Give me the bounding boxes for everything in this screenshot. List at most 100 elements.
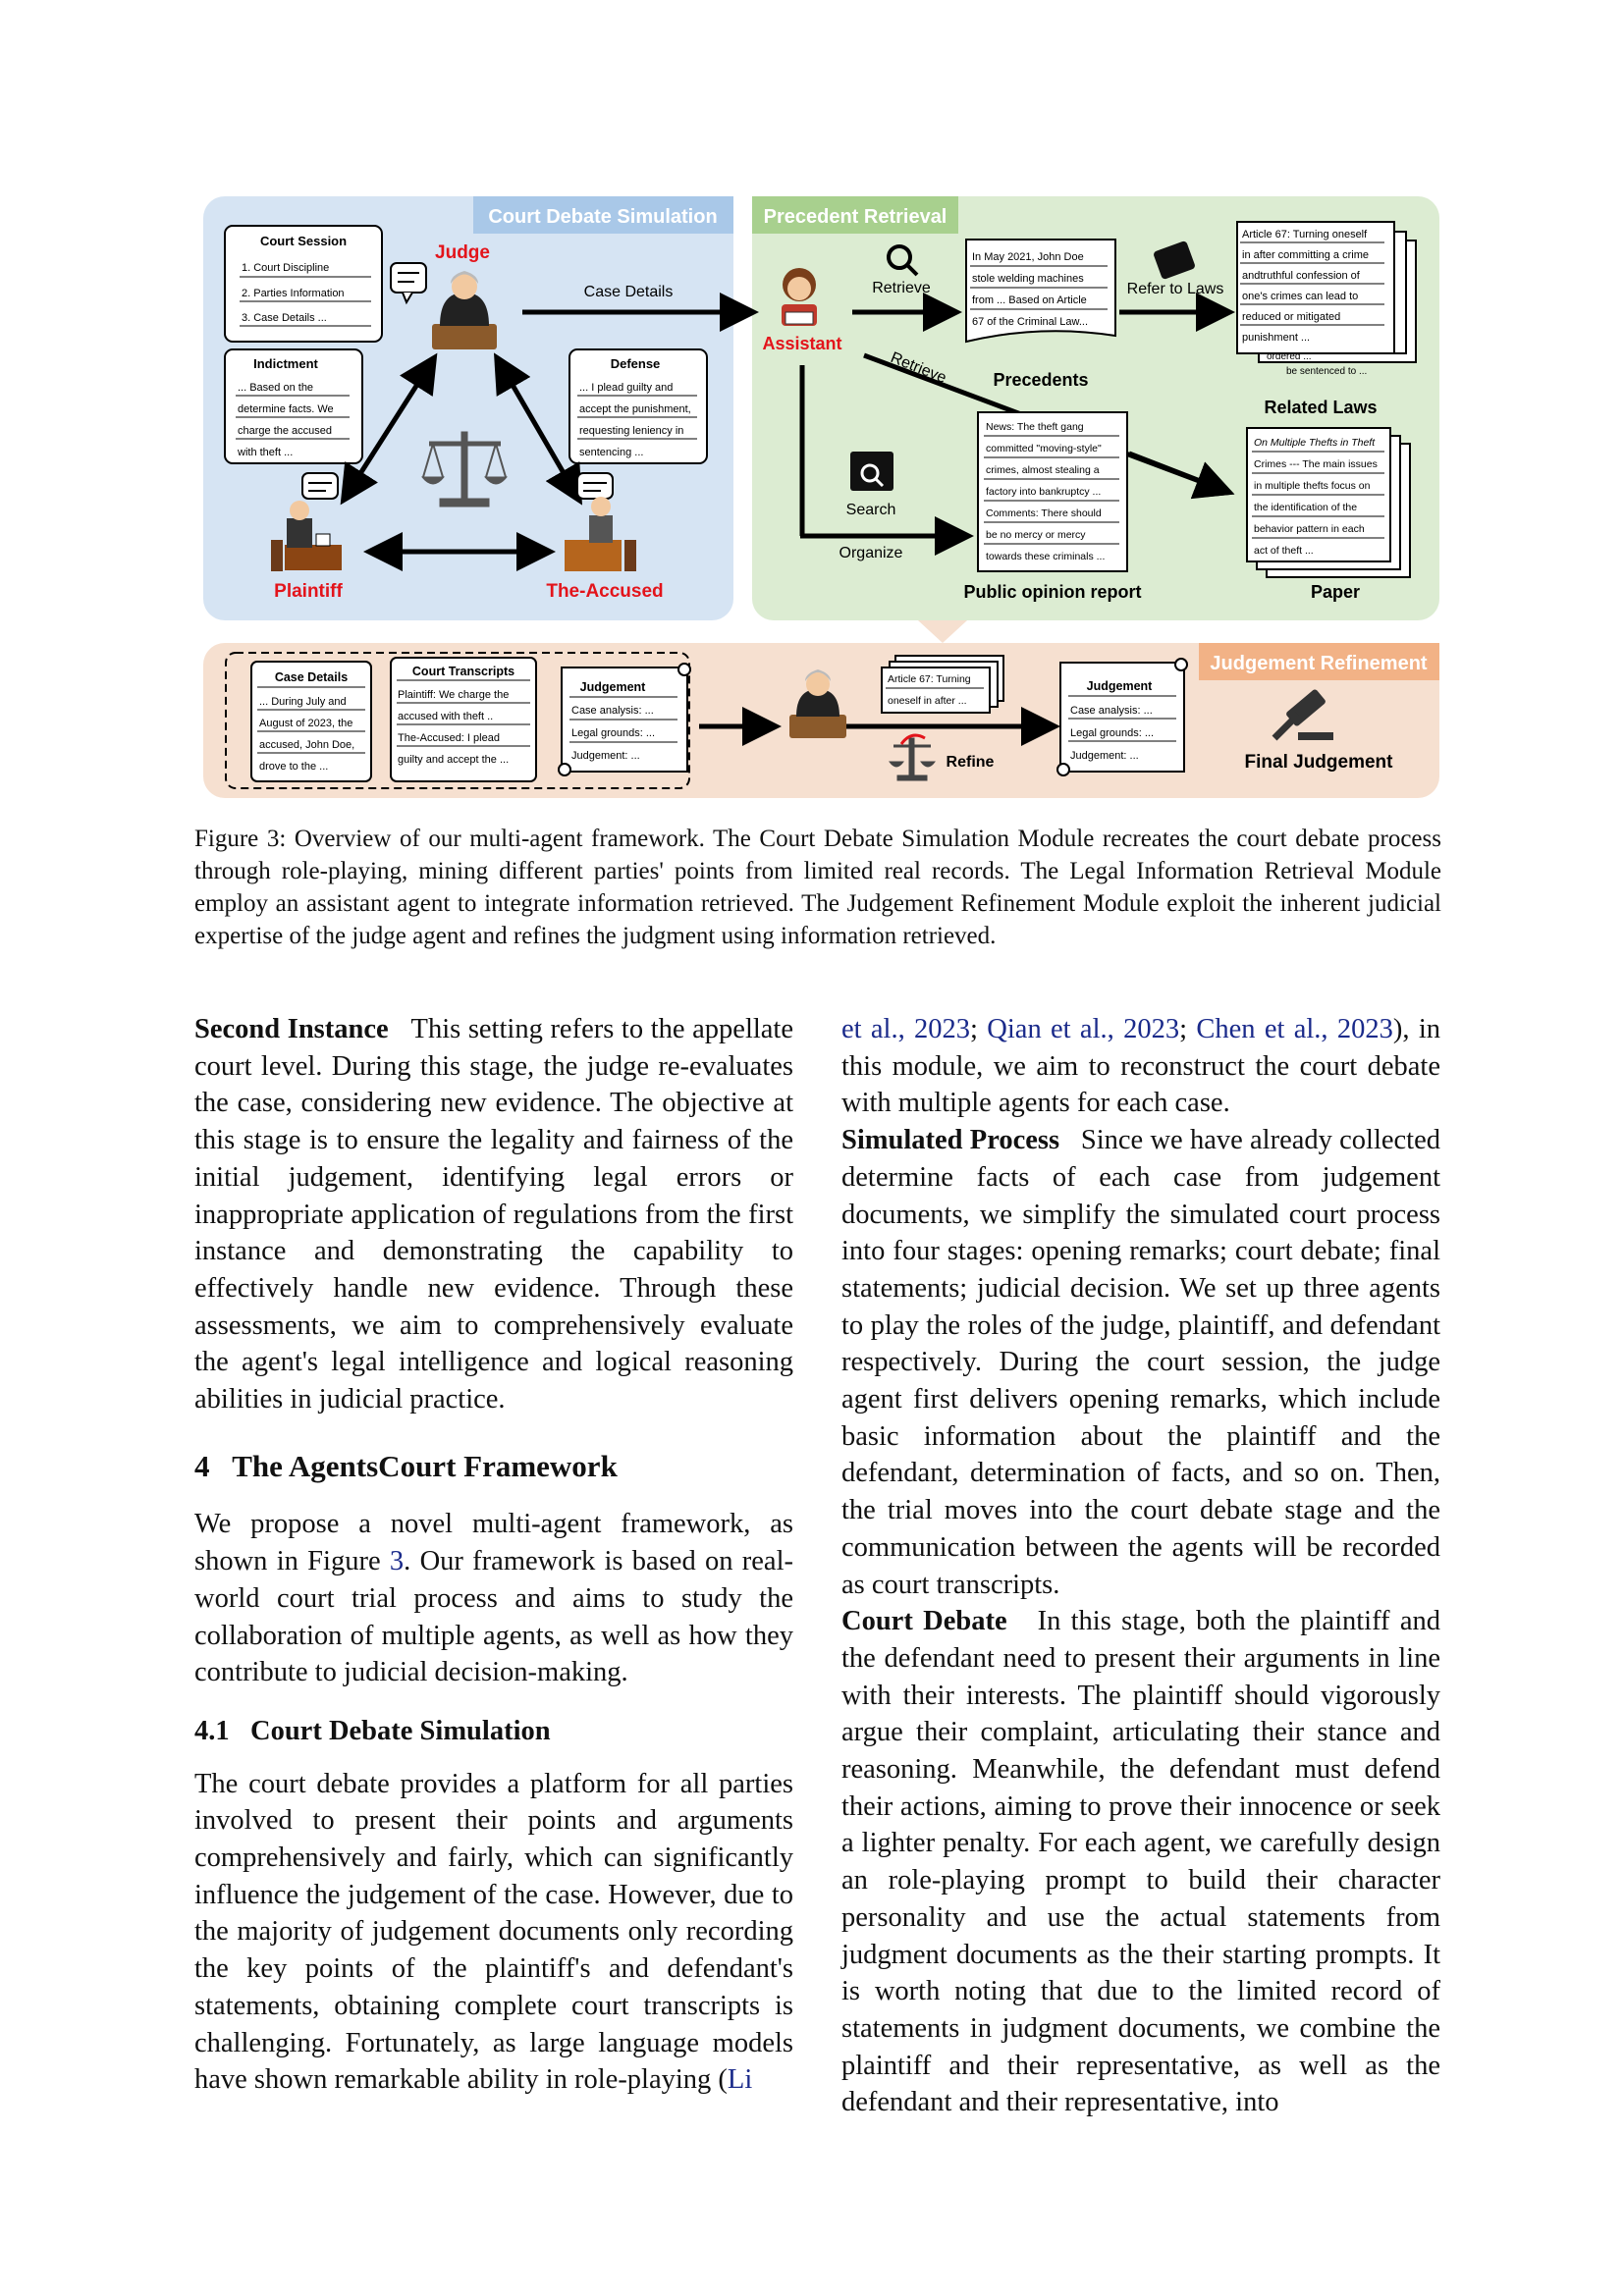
figure-caption: Figure 3: Overview of our multi-agent fr…	[194, 826, 1441, 949]
defense-line-2: accept the punishment,	[579, 403, 691, 415]
article-line-2: oneself in after ...	[888, 695, 967, 707]
defense-line-4: sentencing ...	[579, 447, 643, 458]
law-line-4: one's crimes can lead to	[1242, 291, 1358, 302]
refine-curve-icon	[899, 733, 926, 745]
law-line-3: andtruthful confession of	[1242, 270, 1361, 282]
precedent-line-2: stole welding machines	[972, 273, 1084, 285]
opinion-line-4: factory into bankruptcy ...	[986, 486, 1101, 498]
organize-label: Organize	[839, 545, 903, 561]
judgement-title: Judgement	[580, 680, 647, 694]
case-details-line-3: accused, John Doe,	[259, 739, 354, 751]
paper-line-2: Crimes --- The main issues	[1254, 458, 1378, 470]
citation-link[interactable]: et al., 2023	[841, 1014, 971, 1044]
law-line-2: in after committing a crime	[1242, 249, 1369, 261]
refine-label: Refine	[947, 754, 995, 771]
opinion-line-2: committed "moving-style"	[986, 443, 1102, 454]
defense-title: Defense	[611, 356, 661, 371]
simulated-process-paragraph: Simulated Process Since we have already …	[841, 1122, 1440, 1603]
laws-back-line-2: be sentenced to ...	[1286, 366, 1367, 377]
simulated-process-body: Since we have already collected determin…	[841, 1125, 1441, 1600]
court-debate-tag: Court Debate Simulation	[488, 206, 717, 228]
defense-line-3: requesting leniency in	[579, 425, 683, 437]
framework-text-a: We propose a novel multi-agent framework…	[194, 1509, 793, 1577]
simulated-process-heading: Simulated Process	[841, 1125, 1060, 1156]
subsection-heading: 4.1 Court Debate Simulation	[194, 1715, 551, 1746]
left-column: Second Instance This setting refers to t…	[194, 1011, 793, 2099]
framework-text-b: . Our framework is based on real-world c…	[194, 1546, 793, 1688]
paper-line-5: behavior pattern in each	[1254, 523, 1365, 535]
citation-link[interactable]: Chen et al., 2023	[1196, 1014, 1393, 1044]
second-instance-body: This setting refers to the appellate cou…	[194, 1014, 794, 1415]
citation-separator: ;	[1179, 1014, 1197, 1044]
speech-bubble-icon	[301, 472, 339, 500]
transcripts-line-3: The-Accused: I plead	[398, 732, 500, 744]
final-judgement-label: Final Judgement	[1245, 752, 1394, 773]
framework-paragraph: We propose a novel multi-agent framework…	[194, 1506, 793, 1691]
court-session-line-2: 2. Parties Information	[242, 288, 345, 299]
paper-line-1: On Multiple Thefts in Theft	[1254, 437, 1376, 449]
opinion-line-3: crimes, almost stealing a	[986, 464, 1100, 476]
precedents-label: Precedents	[993, 370, 1088, 390]
case-details-title: Case Details	[275, 670, 348, 684]
gavel-icon	[1272, 689, 1333, 741]
judgement-line-1: Case analysis: ...	[571, 705, 654, 717]
court-debate-heading: Court Debate	[841, 1606, 1007, 1637]
paper-line-3: in multiple thefts focus on	[1254, 480, 1371, 492]
court-debate-intro-paragraph: The court debate provides a platform for…	[194, 1766, 793, 2099]
speech-bubble-icon	[576, 472, 614, 500]
precedent-line-1: In May 2021, John Doe	[972, 251, 1084, 263]
opinion-line-5: Comments: There should	[986, 507, 1102, 519]
paper-label: Paper	[1311, 582, 1360, 602]
assistant-label: Assistant	[762, 334, 841, 353]
panel-connector	[918, 620, 967, 643]
opinion-line-6: be no mercy or mercy	[986, 529, 1086, 541]
indictment-line-3: charge the accused	[238, 425, 332, 437]
plaintiff-icon	[271, 501, 342, 571]
search-label: Search	[846, 502, 896, 518]
public-opinion-label: Public opinion report	[964, 582, 1142, 602]
plaintiff-label: Plaintiff	[274, 581, 343, 602]
law-line-1: Article 67: Turning oneself	[1242, 229, 1368, 240]
court-session-line-3: 3. Case Details ...	[242, 312, 327, 324]
accused-label: The-Accused	[546, 581, 663, 602]
judgement-line-2: Legal grounds: ...	[571, 727, 655, 739]
accused-icon	[565, 497, 636, 571]
judgement2-line-3: Judgement: ...	[1070, 750, 1139, 762]
case-details-line-1: ... During July and	[259, 696, 347, 708]
court-session-line-1: 1. Court Discipline	[242, 262, 329, 274]
judgement-refinement-tag: Judgement Refinement	[1210, 653, 1427, 674]
citation-paragraph-body: ), in this module, we aim to reconstruct…	[841, 1014, 1440, 1119]
precedent-retrieval-tag: Precedent Retrieval	[764, 206, 947, 228]
transcripts-line-2: accused with theft ..	[398, 711, 493, 722]
citation-link[interactable]: Li	[727, 2064, 753, 2096]
laws-back-line-1: ordered ...	[1267, 351, 1312, 362]
judgement-line-3: Judgement: ...	[571, 750, 640, 762]
judge-icon	[432, 271, 497, 349]
related-laws-label: Related Laws	[1264, 398, 1377, 417]
paper-line-6: act of theft ...	[1254, 545, 1314, 557]
defense-line-1: ... I plead guilty and	[579, 382, 673, 394]
case-details-line-2: August of 2023, the	[259, 718, 352, 729]
law-line-5: reduced or mitigated	[1242, 311, 1340, 323]
assistant-icon	[782, 268, 817, 326]
retrieve-label: Retrieve	[872, 280, 931, 296]
indictment-title: Indictment	[253, 356, 318, 371]
case-details-line-4: drove to the ...	[259, 761, 328, 773]
case-details-arrow-label: Case Details	[584, 284, 674, 300]
figure-ref-link[interactable]: 3	[389, 1546, 405, 1577]
refer-to-laws-label: Refer to Laws	[1127, 281, 1224, 297]
right-column: et al., 2023; Qian et al., 2023; Chen et…	[841, 1011, 1440, 2121]
search-window-icon	[850, 452, 893, 491]
speech-bubble-icon	[390, 262, 427, 305]
search-icon	[887, 244, 919, 277]
court-debate-body: In this stage, both the plaintiff and th…	[841, 1606, 1441, 2118]
citation-link[interactable]: Qian et al., 2023	[987, 1014, 1180, 1044]
second-instance-heading: Second Instance	[194, 1014, 389, 1044]
framework-figure: Court Debate Simulation Precedent Retrie…	[203, 196, 1439, 798]
citation-paragraph: et al., 2023; Qian et al., 2023; Chen et…	[841, 1011, 1440, 1122]
judge-label: Judge	[435, 242, 490, 263]
transcripts-line-4: guilty and accept the ...	[398, 754, 509, 766]
precedent-line-4: 67 of the Criminal Law...	[972, 316, 1088, 328]
indictment-line-2: determine facts. We	[238, 403, 334, 415]
transcripts-line-1: Plaintiff: We charge the	[398, 689, 509, 701]
